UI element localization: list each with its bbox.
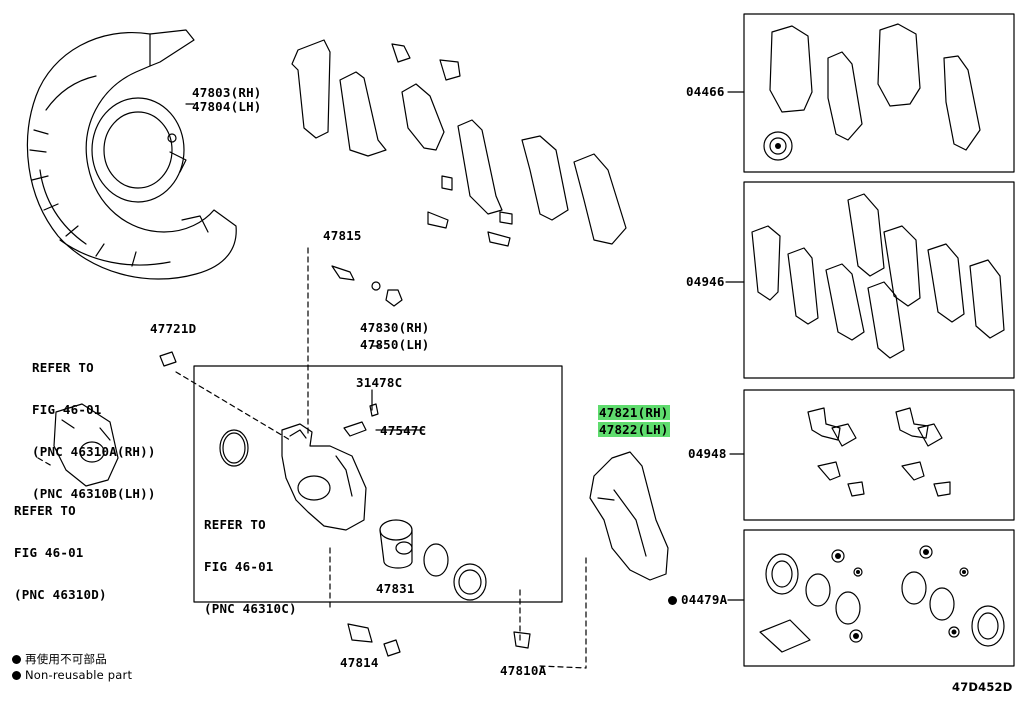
label-47830[interactable]: 47830(RH)	[360, 320, 430, 335]
caliper-assembly-box	[193, 365, 563, 603]
piston-drawing	[379, 519, 413, 569]
non-reusable-bullet-icon	[12, 655, 21, 664]
label-04946[interactable]: 04946	[686, 274, 725, 289]
label-47821[interactable]: 47821(RH)	[598, 405, 670, 420]
label-47721d[interactable]: 47721D	[150, 321, 197, 336]
dust-shield-drawing	[26, 29, 237, 280]
label-47815[interactable]: 47815	[323, 228, 362, 243]
refer-note-left-bottom: REFER TO FIG 46-01 (PNC 46310D)	[14, 476, 107, 630]
refer-note-line: REFER TO	[204, 517, 266, 532]
label-47803[interactable]: 47803(RH)	[192, 85, 262, 100]
refer-note-line: FIG 46-01	[14, 545, 84, 560]
refer-note-line: (PNC 46310D)	[14, 587, 107, 602]
highlight-47821: 47821(RH)	[598, 405, 670, 420]
refer-note-line: REFER TO	[32, 360, 94, 375]
label-47850[interactable]: 47850(LH)	[360, 337, 430, 352]
refer-note-line: (PNC 46310C)	[204, 601, 297, 616]
label-47822[interactable]: 47822(LH)	[598, 422, 670, 437]
label-04479a-text: 04479A	[681, 592, 728, 607]
label-47547c[interactable]: 47547C	[380, 423, 427, 438]
diagram-code: 47D452D	[952, 680, 1013, 694]
caliper-drawing	[281, 423, 367, 531]
legend-en-text: Non-reusable part	[25, 668, 133, 682]
label-04948[interactable]: 04948	[688, 446, 727, 461]
label-04479a[interactable]: 04479A	[668, 593, 727, 607]
refer-note-line: FIG 46-01	[204, 559, 274, 574]
kit-box-04948	[743, 389, 1015, 521]
pads-top-drawing	[291, 39, 627, 247]
label-04466[interactable]: 04466	[686, 84, 725, 99]
mounting-bracket-drawing	[589, 451, 669, 581]
label-31478c[interactable]: 31478C	[356, 375, 403, 390]
seal-ring-drawing	[219, 429, 249, 467]
label-47810a[interactable]: 47810A	[500, 663, 547, 678]
non-reusable-bullet-icon	[12, 671, 21, 680]
legend-jp: 再使用不可部品	[12, 652, 107, 666]
refer-note-line: (PNC 46310A(RH))	[32, 444, 156, 459]
kit-box-04479a	[743, 529, 1015, 667]
legend-jp-text: 再使用不可部品	[25, 652, 107, 666]
label-47804[interactable]: 47804(LH)	[192, 99, 262, 114]
non-reusable-bullet-icon	[668, 596, 677, 605]
caliper-reference-drawing	[53, 403, 119, 487]
label-47831[interactable]: 47831	[376, 581, 415, 596]
highlight-47822: 47822(LH)	[598, 422, 670, 437]
refer-note-line: REFER TO	[14, 503, 76, 518]
legend-en: Non-reusable part	[12, 668, 132, 682]
kit-box-04946	[743, 181, 1015, 379]
refer-note-line: FIG 46-01	[32, 402, 102, 417]
refer-note-left-top: REFER TO FIG 46-01 (PNC 46310A(RH)) (PNC…	[32, 333, 156, 529]
kit-box-04466	[743, 13, 1015, 173]
refer-note-center: REFER TO FIG 46-01 (PNC 46310C)	[204, 490, 297, 644]
refer-note-line: (PNC 46310B(LH))	[32, 486, 156, 501]
label-47814[interactable]: 47814	[340, 655, 379, 670]
